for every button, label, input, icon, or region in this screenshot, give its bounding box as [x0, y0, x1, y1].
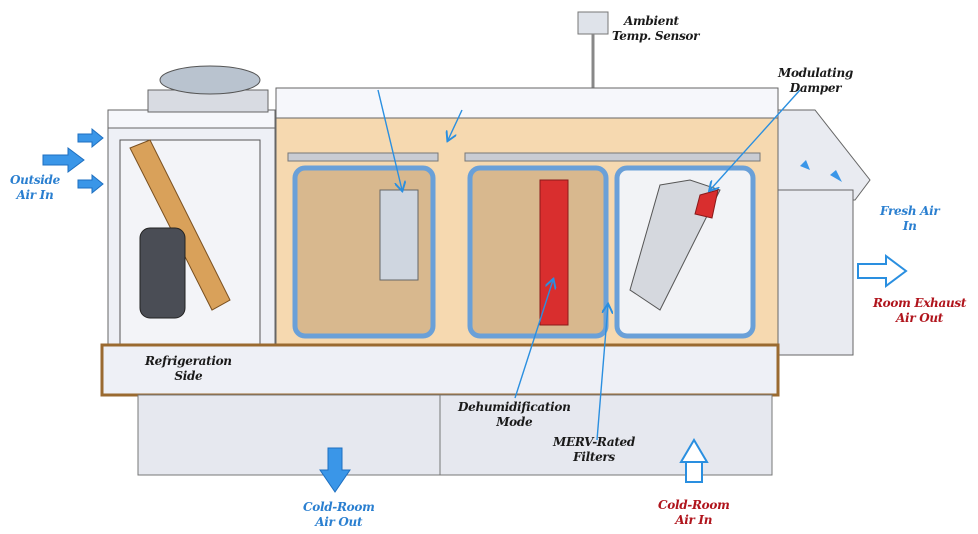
leader-lines — [377, 89, 801, 441]
compressor-icon — [139, 227, 186, 319]
fresh-air-hood — [777, 109, 871, 356]
base-skirt — [137, 394, 773, 476]
main-cabinet — [275, 87, 779, 347]
exhaust-arrow-icon — [857, 254, 908, 288]
dehumidification-filter — [539, 179, 569, 326]
ambient-temp-sensor — [577, 11, 609, 90]
fresh-air-arrows-icon — [800, 160, 842, 182]
cold-air-out-arrow-icon — [319, 447, 351, 493]
evaporator-coil — [379, 189, 419, 281]
base-rail — [100, 343, 780, 397]
refrigeration-compartment — [107, 65, 276, 351]
outside-air-arrows-icon — [42, 127, 104, 195]
condenser-fan-icon — [159, 65, 261, 95]
